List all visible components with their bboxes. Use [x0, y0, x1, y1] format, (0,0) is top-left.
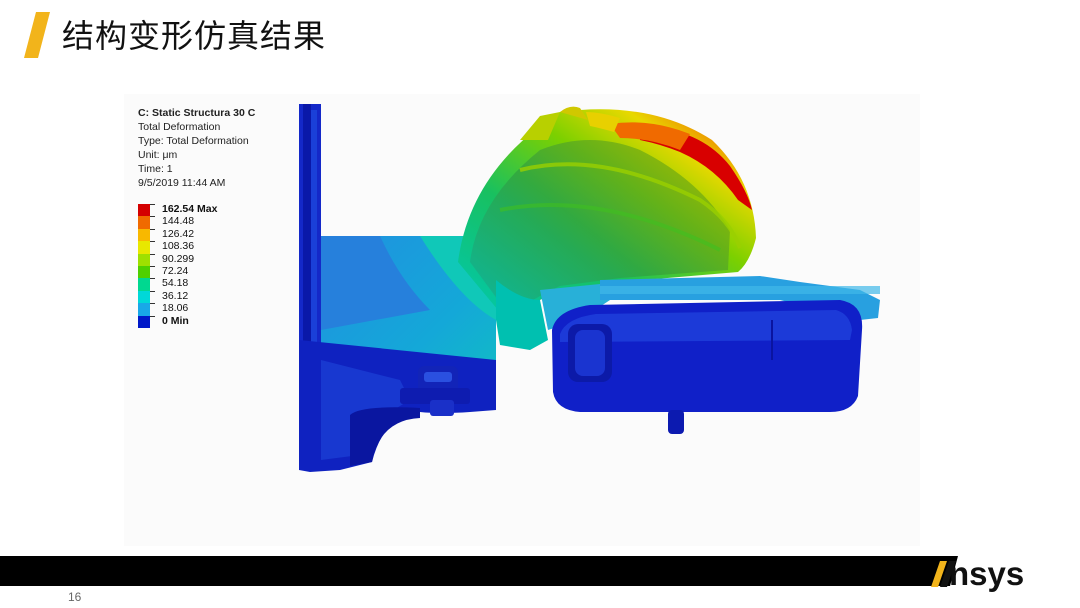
legend-label: 72.24: [162, 264, 189, 277]
legend-swatch: [138, 216, 150, 229]
legend-swatch: [138, 303, 150, 316]
legend-swatch: [138, 228, 150, 242]
result-info-line: Unit: μm: [138, 149, 178, 161]
legend-label: 90.299: [162, 252, 195, 265]
title-accent-bar: [24, 12, 50, 58]
page-title: 结构变形仿真结果: [62, 17, 327, 55]
legend-label: 36.12: [162, 289, 189, 302]
legend-swatch: [138, 241, 150, 254]
result-info-line: C: Static Structura 30 C: [138, 107, 256, 119]
legend-label: 0 Min: [162, 314, 189, 327]
legend-swatch: [138, 253, 150, 266]
footer-bar: [0, 556, 1080, 586]
result-info-line: Time: 1: [138, 163, 173, 175]
brand-name: nsys: [949, 555, 1025, 592]
legend-label: 144.48: [162, 215, 195, 228]
legend-label: 54.18: [162, 277, 189, 290]
legend-swatch: [138, 290, 150, 304]
result-info-line: Type: Total Deformation: [138, 135, 249, 147]
legend-swatch: [138, 265, 150, 279]
legend-swatch: [138, 278, 150, 291]
legend-label: 108.36: [162, 240, 195, 253]
legend-swatch: [138, 315, 150, 328]
legend-swatch: [138, 204, 150, 217]
legend-label: 162.54 Max: [162, 203, 218, 215]
legend-label: 18.06: [162, 302, 189, 315]
legend-label: 126.42: [162, 227, 195, 240]
ansys-slash-logo-icon: [931, 561, 956, 587]
page-number: 16: [68, 590, 82, 604]
result-info-line: Total Deformation: [138, 121, 221, 133]
result-info: C: Static Structura 30 C Total Deformati…: [138, 106, 255, 190]
result-info-line: 9/5/2019 11:44 AM: [138, 177, 226, 189]
